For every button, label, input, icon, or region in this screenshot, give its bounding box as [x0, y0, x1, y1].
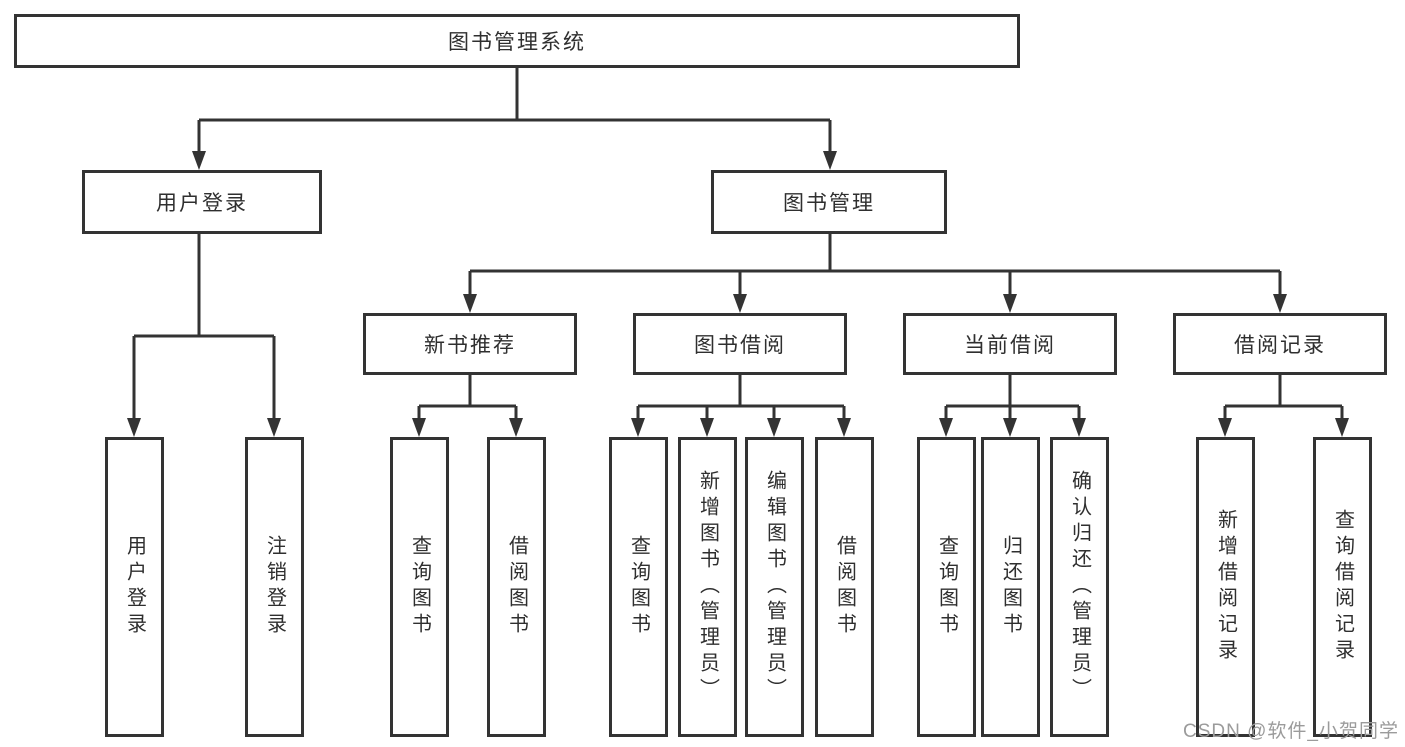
node-root-system: 图书管理系统 — [14, 14, 1020, 68]
node-leaf-query-borrow-record: 查询借阅记录 — [1313, 437, 1372, 737]
node-current-borrow: 当前借阅 — [903, 313, 1117, 375]
node-new-book-recommend: 新书推荐 — [363, 313, 577, 375]
arrowhead-icons — [127, 151, 1349, 437]
node-leaf-edit-book-admin: 编辑图书（管理员） — [745, 437, 804, 737]
node-leaf-return-book: 归还图书 — [981, 437, 1040, 737]
csdn-watermark: CSDN @软件_小贺同学 — [1183, 721, 1399, 742]
node-leaf-borrow-book-2: 借阅图书 — [815, 437, 874, 737]
node-leaf-add-borrow-record: 新增借阅记录 — [1196, 437, 1255, 737]
node-user-login: 用户登录 — [82, 170, 322, 234]
node-book-borrow: 图书借阅 — [633, 313, 847, 375]
node-leaf-confirm-return-admin: 确认归还（管理员） — [1050, 437, 1109, 737]
node-leaf-logout: 注销登录 — [245, 437, 304, 737]
node-book-management: 图书管理 — [711, 170, 947, 234]
node-leaf-borrow-book-1: 借阅图书 — [487, 437, 546, 737]
node-leaf-query-book-2: 查询图书 — [609, 437, 668, 737]
node-leaf-add-book-admin: 新增图书（管理员） — [678, 437, 737, 737]
node-leaf-user-login: 用户登录 — [105, 437, 164, 737]
node-leaf-query-book-3: 查询图书 — [917, 437, 976, 737]
node-leaf-query-book-1: 查询图书 — [390, 437, 449, 737]
node-borrow-records: 借阅记录 — [1173, 313, 1387, 375]
